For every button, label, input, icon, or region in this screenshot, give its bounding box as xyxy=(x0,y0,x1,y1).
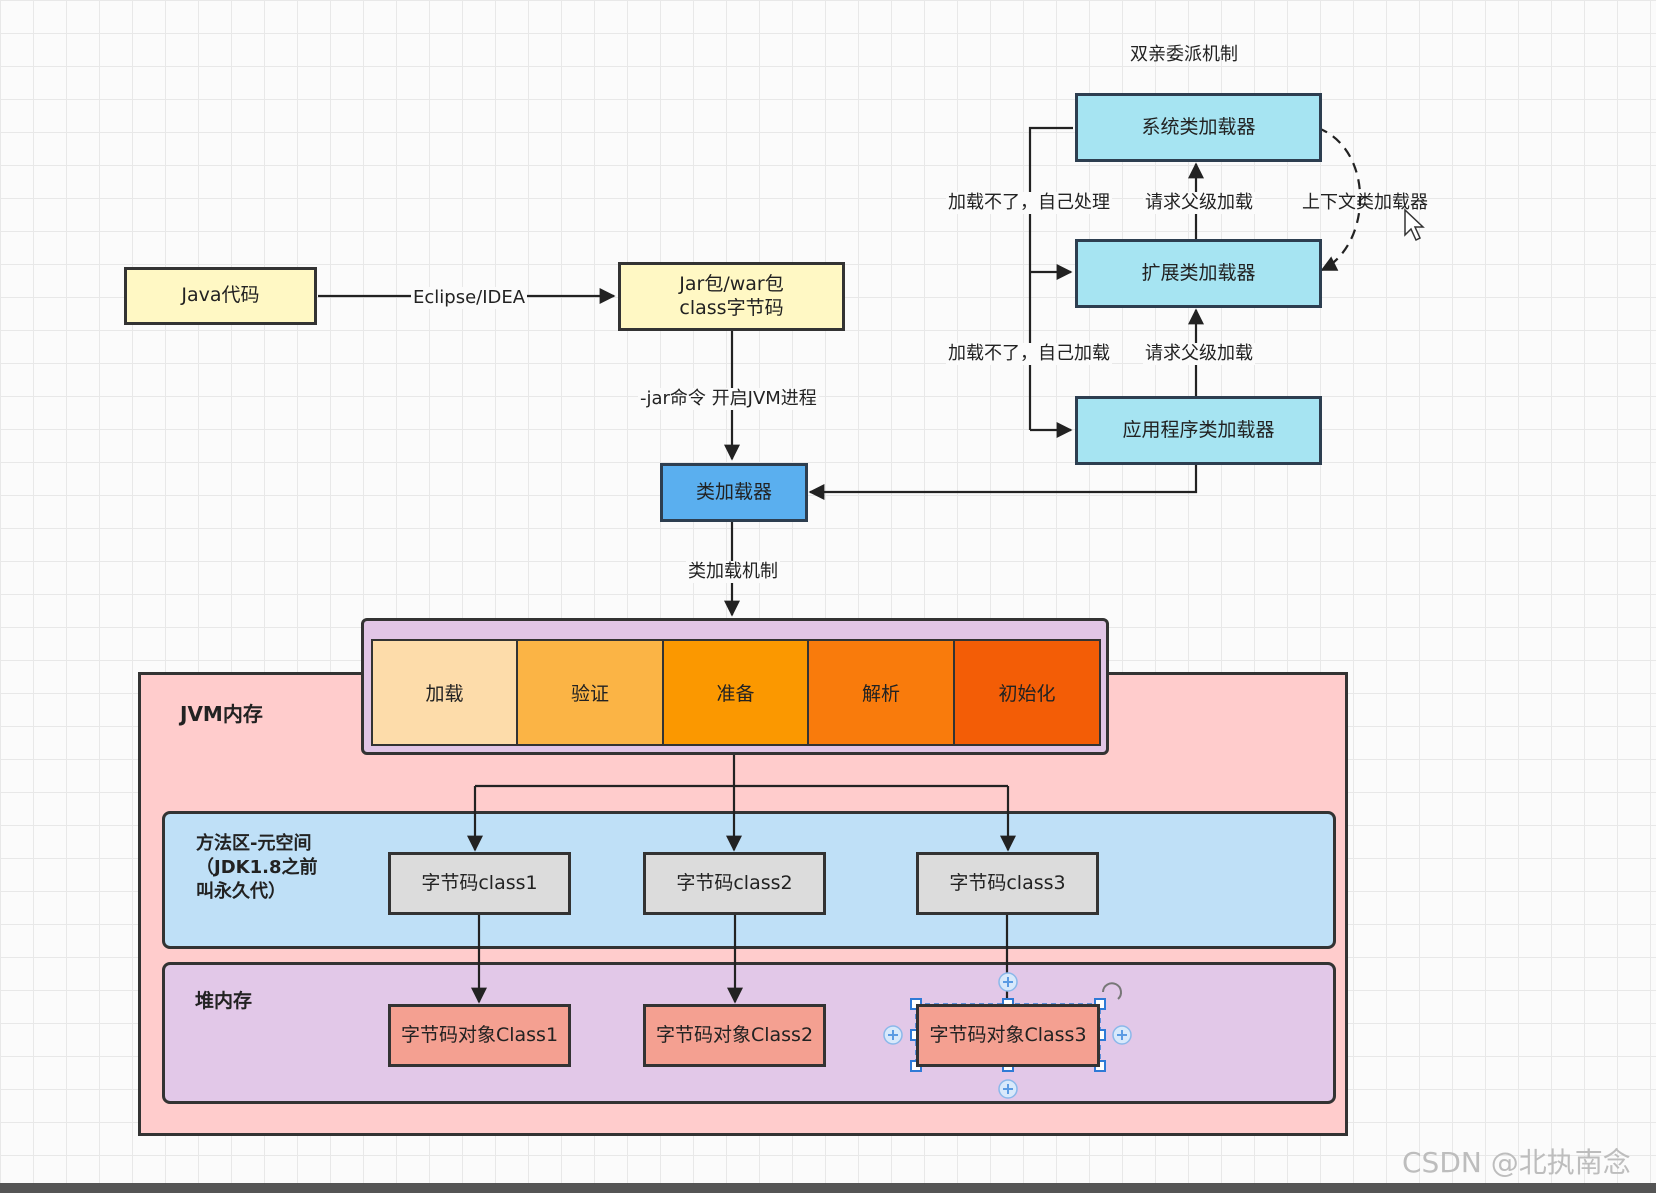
edge-label-request-parent-1: 请求父级加载 xyxy=(1143,192,1255,214)
node-class-loader[interactable]: 类加载器 xyxy=(660,463,808,522)
bytecode-object-class3[interactable]: 字节码对象Class3 xyxy=(916,1004,1100,1067)
edge-apploader-to-classloader xyxy=(808,462,1198,500)
bytecode-object-class2[interactable]: 字节码对象Class2 xyxy=(643,1004,826,1067)
edge-label-load-mechanism: 类加载机制 xyxy=(686,561,780,583)
mouse-cursor-icon xyxy=(1404,208,1425,242)
node-extension-classloader[interactable]: 扩展类加载器 xyxy=(1075,239,1322,308)
heap-label: 堆内存 xyxy=(195,990,253,1012)
method-area-label: 方法区-元空间 （JDK1.8之前 叫永久代） xyxy=(196,833,318,902)
node-application-classloader[interactable]: 应用程序类加载器 xyxy=(1075,396,1322,465)
stage-verification[interactable]: 验证 xyxy=(518,641,664,744)
node-jar-bytecode[interactable]: Jar包/war包 class字节码 xyxy=(618,262,845,331)
edge-label-eclipse: Eclipse/IDEA xyxy=(411,287,528,309)
edge-label-cant-load-handle: 加载不了，自己处理 xyxy=(946,192,1112,214)
bottom-bar xyxy=(0,1183,1656,1193)
edge-system-fallback xyxy=(1028,126,1073,430)
node-system-classloader[interactable]: 系统类加载器 xyxy=(1075,93,1322,162)
edge-label-cant-load-self: 加载不了，自己加载 xyxy=(946,343,1112,365)
bytecode-class2[interactable]: 字节码class2 xyxy=(643,852,826,915)
jvm-memory-label: JVM内存 xyxy=(180,702,263,726)
stage-resolution[interactable]: 解析 xyxy=(809,641,955,744)
stage-preparation[interactable]: 准备 xyxy=(664,641,809,744)
edge-label-context-loader: 上下文类加载器 xyxy=(1302,192,1428,213)
edge-context-loader xyxy=(1317,126,1362,271)
stage-initialization[interactable]: 初始化 xyxy=(955,641,1099,744)
stage-loading[interactable]: 加载 xyxy=(373,641,518,744)
bytecode-class1[interactable]: 字节码class1 xyxy=(388,852,571,915)
edge-label-request-parent-2: 请求父级加载 xyxy=(1143,343,1255,365)
bytecode-class3[interactable]: 字节码class3 xyxy=(916,852,1099,915)
node-java-code[interactable]: Java代码 xyxy=(124,267,317,325)
bytecode-object-class1[interactable]: 字节码对象Class1 xyxy=(388,1004,571,1067)
edge-label-jar-command: -jar命令 开启JVM进程 xyxy=(638,388,819,410)
diagram-title: 双亲委派机制 xyxy=(1130,44,1238,65)
load-stages-strip xyxy=(371,639,1101,746)
watermark: CSDN @北执南念 xyxy=(1402,1146,1631,1179)
